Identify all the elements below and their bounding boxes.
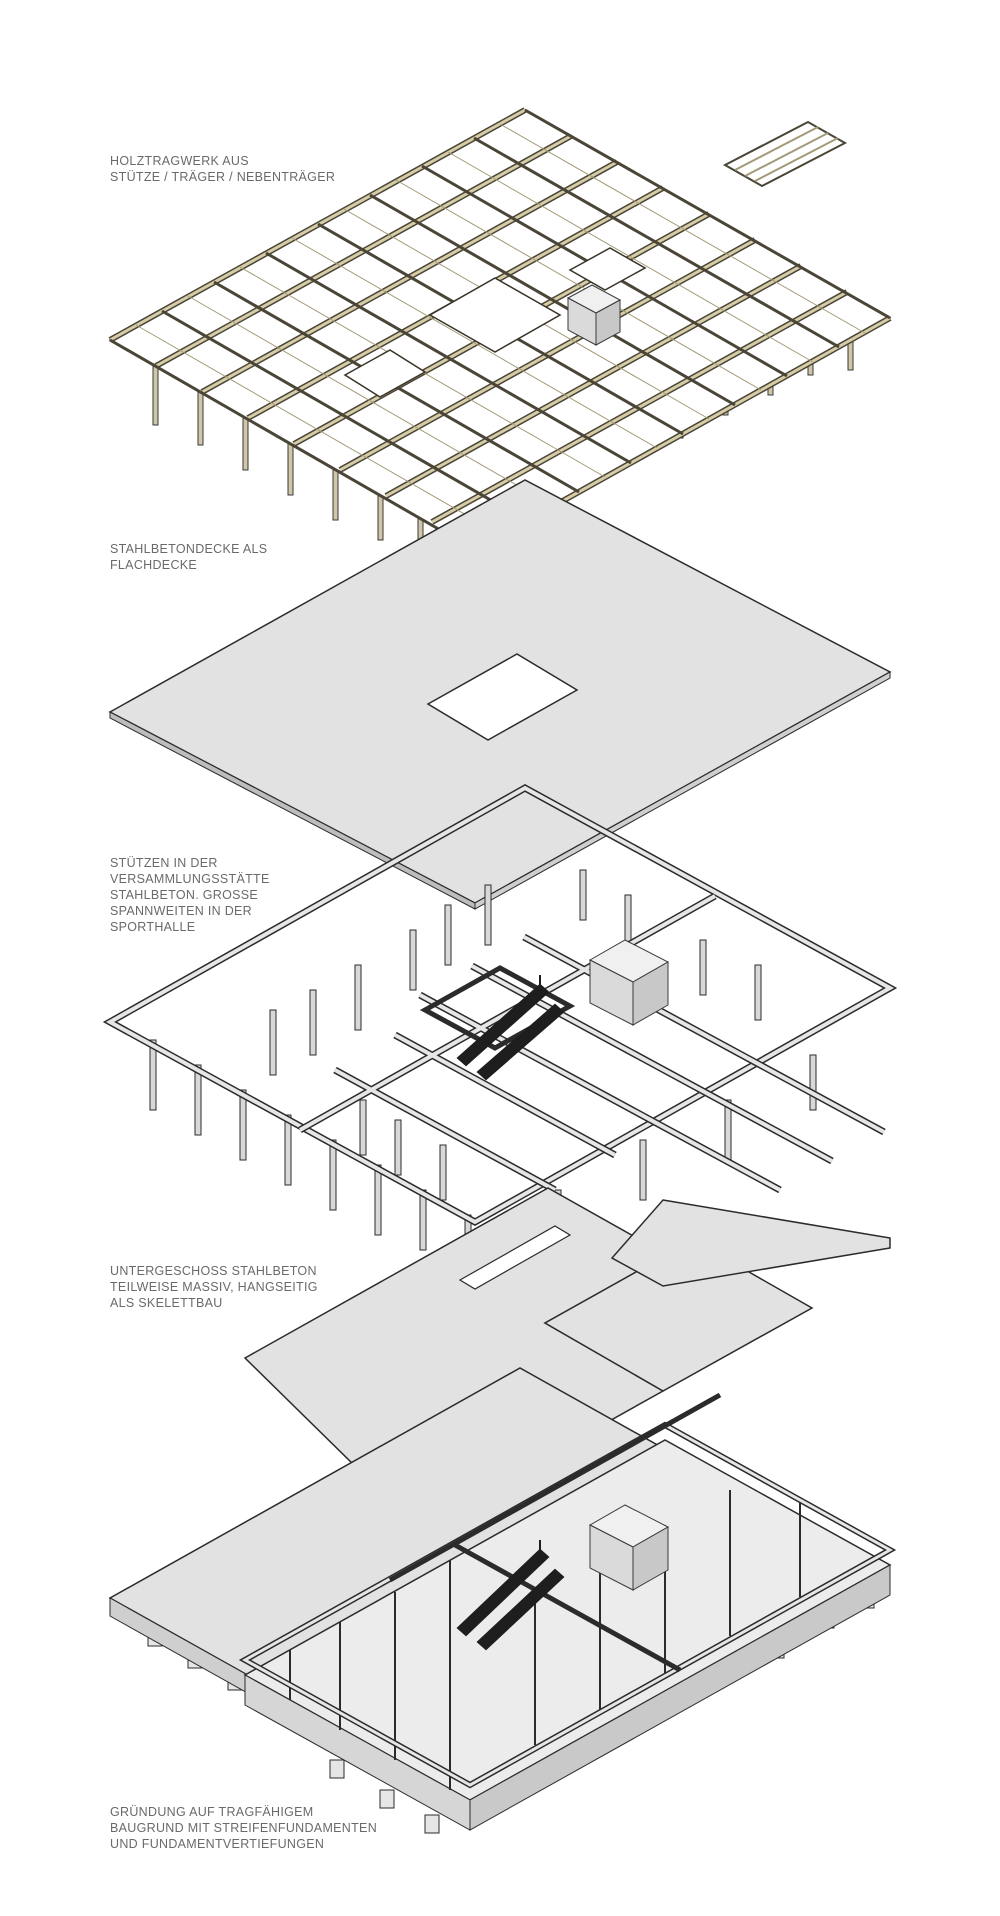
label-columns: STÜTZEN IN DER VERSAMMLUNGSSTÄTTE STAHLB… [110,855,450,935]
label-line: UND FUNDAMENTVERTIEFUNGEN [110,1837,325,1851]
concrete-slab-layer [108,479,892,910]
label-timber-structure: HOLZTRAGWERK AUS STÜTZE / TRÄGER / NEBEN… [110,153,450,185]
label-line: ALS SKELETTBAU [110,1296,223,1310]
label-line: GRÜNDUNG AUF TRAGFÄHIGEM [110,1805,314,1819]
core-box-foundation [588,1504,670,1591]
label-line: STÜTZEN IN DER [110,856,218,870]
label-line: BAUGRUND MIT STREIFENFUNDAMENTEN [110,1821,378,1835]
foundation-frame-posts [289,1490,801,1790]
foundation-inner-beams [388,1392,722,1673]
ring-beam-fill [105,785,895,1225]
foundation-frame-side [469,1564,891,1831]
label-line: UNTERGESCHOSS STAHLBETON [110,1264,317,1278]
label-line: STÜTZE / TRÄGER / NEBENTRÄGER [110,170,336,184]
timber-opening-right [568,247,647,291]
label-line: SPANNWEITEN IN DER [110,904,252,918]
label-concrete-slab: STAHLBETONDECKE ALS FLACHDECKE [110,541,450,573]
staircase-lower [456,1540,565,1651]
label-line: HOLZTRAGWERK AUS [110,154,249,168]
label-basement: UNTERGESCHOSS STAHLBETON TEILWEISE MASSI… [110,1263,450,1311]
flat-slab-edge-right [474,671,891,910]
label-line: STAHLBETON. GROSSE [110,888,259,902]
label-line: STAHLBETONDECKE ALS [110,542,268,556]
core-box [566,284,622,346]
timber-detail-piece [722,120,848,188]
timber-opening-central [428,277,562,353]
label-line: VERSAMMLUNGSSTÄTTE [110,872,270,886]
staircase-upper [456,975,565,1081]
label-line: TEILWEISE MASSIV, HANGSEITIG [110,1280,318,1294]
basement-slab-cut [458,1225,572,1290]
basement-slab-layer [243,1187,891,1578]
timber-opening-left [343,349,427,398]
stair-well [419,965,576,1051]
label-line: SPORTHALLE [110,920,196,934]
column-beam-layer [102,783,898,1281]
core-box-lower [588,939,670,1026]
frame-columns [149,869,817,1281]
label-line: FLACHDECKE [110,558,198,572]
timber-joists [135,123,866,536]
label-foundation: GRÜNDUNG AUF TRAGFÄHIGEM BAUGRUND MIT ST… [110,1804,450,1852]
timber-structure-layer [108,107,892,576]
foundation-layer [108,1367,897,1834]
slab-opening [426,653,579,741]
basement-slab-extension [610,1199,891,1287]
